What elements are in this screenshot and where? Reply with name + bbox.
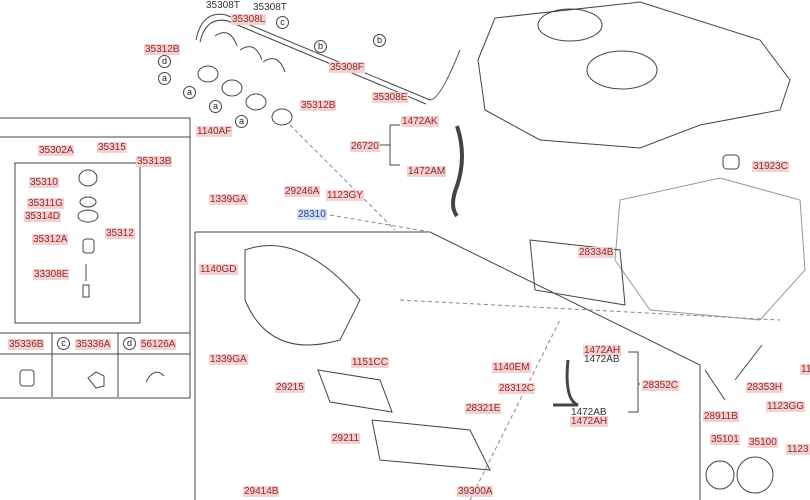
part-label[interactable]: 35314D [24, 211, 62, 222]
part-label[interactable]: 29246A [284, 186, 321, 197]
part-label[interactable]: 35312B [300, 100, 337, 111]
part-label[interactable]: 35313B [136, 156, 173, 167]
part-label[interactable]: 29215 [275, 382, 305, 393]
part-label[interactable]: 11 [800, 364, 810, 375]
left-panel-frame [0, 117, 191, 399]
part-label[interactable]: 1339GA [209, 194, 248, 205]
part-label[interactable]: 35336A [75, 339, 112, 350]
part-label[interactable]: 35312 [105, 228, 135, 239]
part-label[interactable]: 1140GD [199, 264, 238, 275]
intake-manifold [244, 245, 361, 346]
part-label[interactable]: 1123GY [326, 190, 364, 201]
part-label[interactable]: 35310 [29, 177, 59, 188]
part-label[interactable]: 29211 [331, 433, 361, 444]
part-label[interactable]: 35315 [97, 142, 127, 153]
part-label[interactable]: 28312C [498, 383, 536, 394]
callout-b: b [373, 34, 386, 47]
part-label[interactable]: 1339GA [209, 354, 248, 365]
part-label[interactable]: 28352C [642, 380, 680, 391]
part-label[interactable]: 1140AF [196, 126, 233, 137]
part-label[interactable]: 1140EM [492, 362, 531, 373]
part-label[interactable]: 1123GG [766, 401, 806, 412]
part-label[interactable]: 1472AB [571, 407, 607, 418]
part-label[interactable]: 28911B [703, 411, 739, 422]
part-label[interactable]: 1472AB [584, 354, 620, 365]
part-label[interactable]: 31923C [752, 161, 790, 172]
callout-a: a [235, 115, 248, 128]
callout-d: d [158, 55, 171, 68]
callout-a: a [158, 72, 171, 85]
callout-d: d [123, 337, 136, 350]
part-label-selected[interactable]: 28310 [297, 209, 327, 220]
part-label[interactable]: 35101 [710, 434, 740, 445]
part-label[interactable]: 33308E [33, 269, 70, 280]
part-label[interactable]: 28353H [746, 382, 784, 393]
part-label[interactable]: 35308L [231, 14, 267, 25]
part-label[interactable]: 28334B [578, 247, 615, 258]
part-label[interactable]: 1472AK [401, 116, 439, 127]
part-label[interactable]: 1472AH [583, 345, 622, 356]
part-label[interactable]: 35336B [8, 339, 45, 350]
part-label[interactable]: 1472AM [407, 166, 447, 177]
part-label[interactable]: 56126A [140, 339, 177, 350]
callout-b: b [314, 40, 327, 53]
part-label[interactable]: 39300A [457, 486, 494, 497]
part-label[interactable]: 35302A [38, 145, 75, 156]
part-label[interactable]: 35311G [27, 198, 64, 209]
callout-a: a [183, 86, 196, 99]
callout-a: a [209, 100, 222, 113]
part-label[interactable]: 35312B [144, 44, 181, 55]
inner-box [14, 162, 141, 324]
part-label[interactable]: 35312A [32, 234, 69, 245]
part-label[interactable]: 35308T [253, 2, 287, 13]
part-label[interactable]: 35308E [372, 92, 409, 103]
callout-c: c [57, 337, 70, 350]
part-label[interactable]: 35308F [329, 62, 365, 73]
engine-cover [477, 1, 791, 149]
part-label[interactable]: 1123 [786, 444, 810, 455]
part-label[interactable]: 1472AH [570, 416, 609, 427]
part-label[interactable]: 26720 [350, 141, 380, 152]
callout-c: c [276, 16, 289, 29]
part-label[interactable]: 28321E [465, 403, 502, 414]
part-label[interactable]: 35100 [748, 437, 778, 448]
part-label[interactable]: 29414B [243, 486, 280, 497]
part-label[interactable]: 35308T [206, 0, 240, 11]
part-label[interactable]: 1151CC [351, 357, 389, 368]
